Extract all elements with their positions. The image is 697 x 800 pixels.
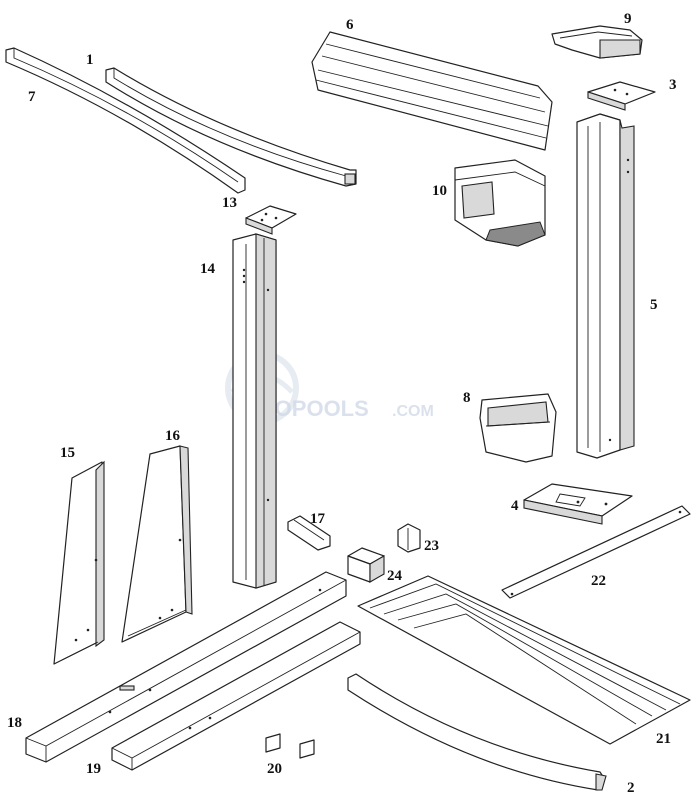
callout-9: 9 [624,11,632,27]
callout-24: 24 [387,568,403,584]
callout-18: 18 [7,715,22,731]
callouts: 1 2 3 4 5 6 7 8 9 10 13 14 15 16 17 18 1… [7,11,677,796]
callout-5: 5 [650,297,658,313]
part-3-top-plate [587,81,656,111]
part-4-base-plate [523,483,633,525]
callout-6: 6 [346,17,354,33]
part-18-bottom-track [25,571,347,763]
part-10-box-cap [454,159,546,247]
part-21-bottom-panel [357,575,691,745]
callout-10: 10 [432,183,447,199]
callout-15: 15 [60,445,75,461]
part-17-connector [287,515,331,551]
callout-16: 16 [165,428,181,444]
part-8-stabilizer-cap [479,393,557,463]
part-14-upright [232,233,277,589]
part-16-bracket [121,445,193,643]
callout-20: 20 [267,761,282,777]
callout-1: 1 [86,52,94,68]
callout-14: 14 [200,261,216,277]
callout-17: 17 [310,511,326,527]
watermark-suffix: .COM [392,403,434,420]
part-24-block [347,547,385,583]
part-9-top-cap [551,25,643,59]
part-7-top-rail [5,47,246,194]
part-15-bracket [53,460,105,665]
part-20-plates [265,733,315,759]
part-1-curved-rail [105,67,357,187]
callout-19: 19 [86,761,101,777]
part-5-upright [576,113,635,459]
callout-3: 3 [669,77,677,93]
callout-4: 4 [511,498,519,514]
callout-23: 23 [424,538,439,554]
callout-8: 8 [463,390,471,406]
part-23-clip [397,523,421,553]
part-2-curved-rail [347,673,607,791]
part-6-top-seat [311,31,553,151]
callout-7: 7 [28,89,36,105]
callout-21: 21 [656,731,671,747]
callout-13: 13 [222,195,237,211]
callout-22: 22 [591,573,606,589]
part-19-lower-track [111,621,361,771]
callout-2: 2 [627,780,635,796]
part-13-top-plate [245,205,297,235]
part-22-strap [501,505,691,599]
